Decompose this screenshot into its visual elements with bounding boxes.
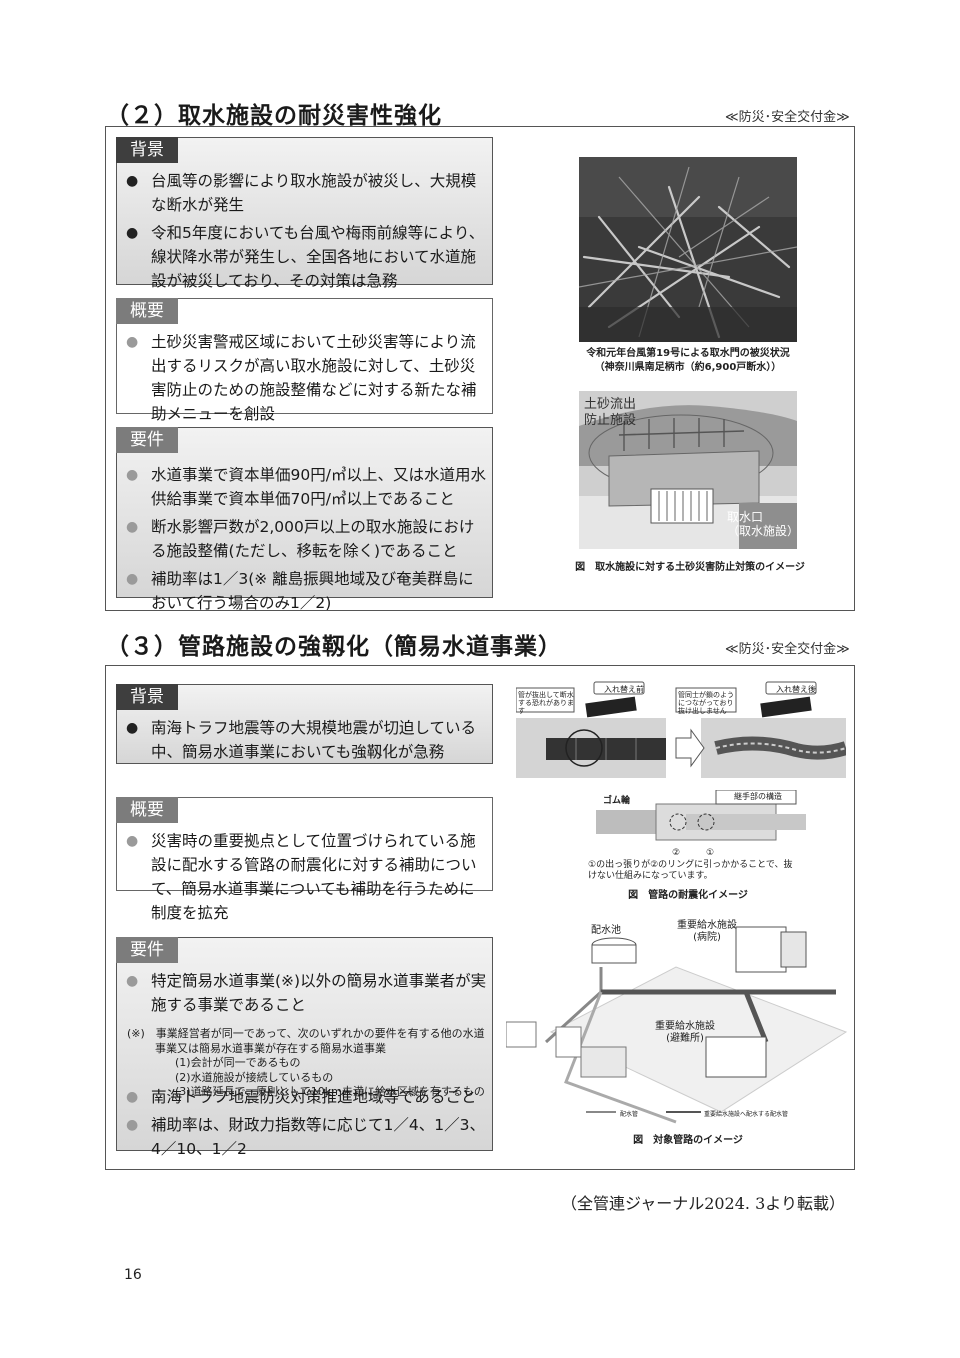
requirement-note-sub: (1)会計が同一であるもの [175,1056,301,1069]
section3-tag: ≪防災･安全交付金≫ [725,642,850,657]
section3-requirements-card: 要件 特定簡易水道事業(※)以外の簡易水道事業者が実施する事業であること (※)… [116,937,493,1158]
section2-tag: ≪防災･安全交付金≫ [725,110,850,125]
requirements-label: 要件 [116,427,178,453]
overview-item: 土砂災害警戒区域において土砂災害等により流出するリスクが高い取水施設に対して、土… [123,330,487,426]
ring-1-label: ① [706,848,715,858]
joint-title-label: 継手部の構造 [734,792,782,801]
requirement-note-sub: (2)水道施設が接続しているもの [175,1070,334,1084]
bubble-before: 管が抜出して断水する恐れがあります [518,691,574,715]
background-item: 台風等の影響により取水施設が被災し、大規模な断水が発生 [123,169,487,217]
section2-title: （２）取水施設の耐災害性強化 [106,103,442,129]
photo-caption-line1: 令和元年台風第19号による取水門の被災状況 [586,348,790,359]
diagram-caption: 図 取水施設に対する土砂災害防止対策のイメージ [575,562,805,573]
requirement-note: (※) 事業経営者が同一であって、次のいずれかの要件を有する他の水道事業又は簡易… [127,1027,485,1055]
overview-label: 概要 [116,298,178,324]
section3-background-card: 背景 南海トラフ地震等の大規模地震が切迫している中、簡易水道事業においても強靱化… [116,684,493,764]
shelter-label: 重要給水施設 (避難所) [655,1021,715,1044]
section3-frame [105,665,855,1170]
requirement-item: 特定簡易水道事業(※)以外の簡易水道事業者が実施する事業であること [123,969,487,1017]
reservoir-label: 配水池 [591,925,621,936]
overview-label: 概要 [116,797,178,823]
section2-overview-card: 概要 土砂災害警戒区域において土砂災害等により流出するリスクが高い取水施設に対し… [116,298,493,423]
photo-caption-line2: （神奈川県南足柄市（約6,900戸断水）） [594,362,782,373]
diagram-label-intake: 取水口 （取水施設） [727,510,800,538]
network-caption: 図 対象管路のイメージ [633,1135,743,1146]
legend-distribution-pipe: 配水管 [620,1111,639,1118]
background-label: 背景 [116,137,178,163]
pipe-network-diagram [506,926,848,1124]
label-before: 入れ替え前 [604,685,644,694]
pipe-caption: 図 管路の耐震化イメージ [628,890,748,901]
legend-important-pipe: 重要給水施設へ配水する配水管 [704,1111,789,1118]
joint-structure-diagram [596,790,806,841]
ring-2-label: ② [672,848,681,858]
bubble-after: 管同士が鎖のようにつながっており抜け出しません [678,691,734,715]
section2-requirements-card: 要件 水道事業で資本単価90円/㎥以上、又は水道用水供給事業で資本単価70円/㎥… [116,427,493,612]
requirement-item: 補助率は、財政力指数等に応じて1／4、1／3、4／10、1／2 [123,1113,487,1161]
joint-note: ①の出っ張りが②のリングに引っかかることで、抜けない仕組みになっています。 [588,860,793,881]
requirements-label: 要件 [116,937,178,963]
intake-damage-photo [579,157,797,342]
section2-background-card: 背景 台風等の影響により取水施設が被災し、大規模な断水が発生 令和5年度において… [116,137,493,290]
section3-overview-card: 概要 災害時の重要拠点として位置づけられている施設に配水する管路の耐震化に対する… [116,797,493,922]
source-credit: （全管連ジャーナル2024. 3より転載） [561,1194,845,1213]
background-item: 南海トラフ地震等の大規模地震が切迫している中、簡易水道事業においても強靱化が急務 [123,716,487,764]
hospital-label: 重要給水施設 (病院) [677,920,737,943]
page-number: 16 [124,1267,142,1283]
label-after: 入れ替え後 [776,685,816,694]
background-item: 令和5年度においても台風や梅雨前線等により、線状降水帯が発生し、全国各地において… [123,221,487,293]
requirement-item: 水道事業で資本単価90円/㎥以上、又は水道用水供給事業で資本単価70円/㎥以上で… [123,463,487,511]
sediment-prevention-diagram [579,391,797,549]
requirement-item: 補助率は1／3(※ 離島振興地域及び奄美群島において行う場合のみ1／2) [123,567,487,615]
background-label: 背景 [116,684,178,710]
overview-item: 災害時の重要拠点として位置づけられている施設に配水する管路の耐震化に対する補助に… [123,829,487,925]
pipe-replacement-diagram [516,681,846,778]
diagram-label-prevention: 土砂流出 防止施設 [584,397,637,428]
section3-title: （３）管路施設の強靱化（簡易水道事業） [106,634,562,660]
rubber-ring-label: ゴム輪 [603,796,631,806]
requirement-item: 断水影響戸数が2,000戸以上の取水施設における施設整備(ただし、移転を除く)で… [123,515,487,563]
requirement-item: 南海トラフ地震防災対策推進地域等であること [123,1085,487,1109]
